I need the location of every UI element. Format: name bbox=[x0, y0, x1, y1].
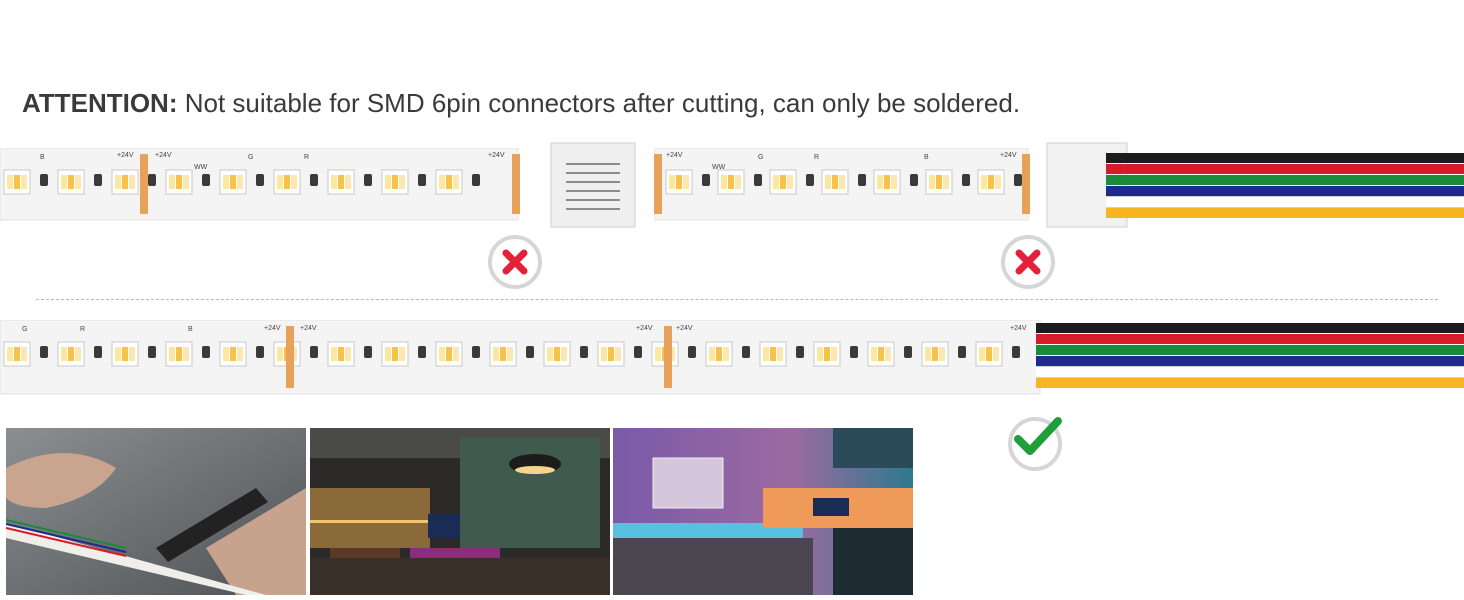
led-chip bbox=[665, 169, 710, 195]
led-chip bbox=[165, 341, 210, 367]
led-chip bbox=[705, 341, 750, 367]
led-chip bbox=[111, 341, 156, 367]
bedroom-photo bbox=[613, 428, 913, 595]
label-ww-2: WW bbox=[712, 164, 726, 171]
led-strip-soldered: +24V +24V +24V +24V +24V G R B bbox=[0, 320, 1464, 395]
led-chip bbox=[873, 169, 918, 195]
led-chip bbox=[57, 169, 102, 195]
led-chip bbox=[381, 341, 426, 367]
led-strip-cut-left: +24V +24V +24V B G R WW W bbox=[0, 148, 520, 221]
label-g: G bbox=[248, 154, 253, 161]
label-w: W bbox=[94, 179, 101, 186]
label-24v-f: +24V bbox=[264, 325, 281, 332]
led-chip bbox=[975, 341, 1020, 367]
x-mark-icon bbox=[1015, 249, 1041, 275]
led-chip bbox=[717, 169, 762, 195]
led-chip bbox=[821, 169, 866, 195]
led-chip bbox=[3, 341, 48, 367]
label-g-2: G bbox=[758, 154, 763, 161]
label-g-3: G bbox=[22, 326, 27, 333]
led-chip bbox=[273, 169, 318, 195]
x-mark-icon bbox=[502, 249, 528, 275]
x-mark-badge-2 bbox=[1001, 235, 1055, 289]
label-r-2: R bbox=[814, 154, 819, 161]
label-r-3: R bbox=[80, 326, 85, 333]
led-chip bbox=[327, 341, 372, 367]
label-24v-c: +24V bbox=[488, 152, 505, 159]
led-chip bbox=[435, 169, 480, 195]
led-chip bbox=[327, 169, 372, 195]
led-chip bbox=[769, 169, 814, 195]
soldering-photo bbox=[6, 428, 306, 595]
kitchen-dining-photo bbox=[310, 428, 610, 595]
led-chip bbox=[381, 169, 426, 195]
connector-with-wires bbox=[1046, 142, 1464, 228]
label-b-2: B bbox=[924, 154, 929, 161]
label-24v-a: +24V bbox=[117, 152, 134, 159]
label-24v-e: +24V bbox=[1000, 152, 1017, 159]
led-chip bbox=[867, 341, 912, 367]
led-chip bbox=[111, 169, 156, 195]
attention-label: ATTENTION: bbox=[22, 88, 178, 118]
led-chip bbox=[977, 169, 1022, 195]
led-chip bbox=[435, 341, 480, 367]
section-divider bbox=[36, 299, 1438, 300]
led-chip bbox=[3, 169, 48, 195]
label-ww: WW bbox=[194, 164, 208, 171]
attention-message: Not suitable for SMD 6pin connectors aft… bbox=[184, 88, 1021, 118]
x-mark-badge-1 bbox=[488, 235, 542, 289]
led-chip bbox=[597, 341, 642, 367]
label-24v-g: +24V bbox=[300, 325, 317, 332]
label-24v-i: +24V bbox=[676, 325, 693, 332]
led-chip bbox=[925, 169, 970, 195]
label-24v-b: +24V bbox=[155, 152, 172, 159]
led-chip bbox=[165, 169, 210, 195]
check-mark-icon bbox=[1014, 417, 1062, 455]
led-chip bbox=[921, 341, 966, 367]
led-chip bbox=[57, 341, 102, 367]
led-chip bbox=[813, 341, 858, 367]
label-r: R bbox=[304, 154, 309, 161]
led-chip bbox=[759, 341, 804, 367]
led-chip bbox=[489, 341, 534, 367]
led-chip bbox=[219, 169, 264, 195]
label-b: B bbox=[40, 154, 45, 161]
led-chip bbox=[543, 341, 588, 367]
check-mark-badge bbox=[1008, 417, 1062, 471]
led-chip bbox=[219, 341, 264, 367]
solder-pads-mid bbox=[140, 154, 520, 214]
smd-6pin-connector bbox=[550, 142, 636, 228]
led-strip-cut-right: +24V +24V G R B WW bbox=[654, 148, 1030, 221]
label-24v-h: +24V bbox=[636, 325, 653, 332]
label-24v-j: +24V bbox=[1010, 325, 1027, 332]
label-24v-d: +24V bbox=[666, 152, 683, 159]
attention-text: ATTENTION: Not suitable for SMD 6pin con… bbox=[22, 88, 1020, 119]
label-b-3: B bbox=[188, 326, 193, 333]
